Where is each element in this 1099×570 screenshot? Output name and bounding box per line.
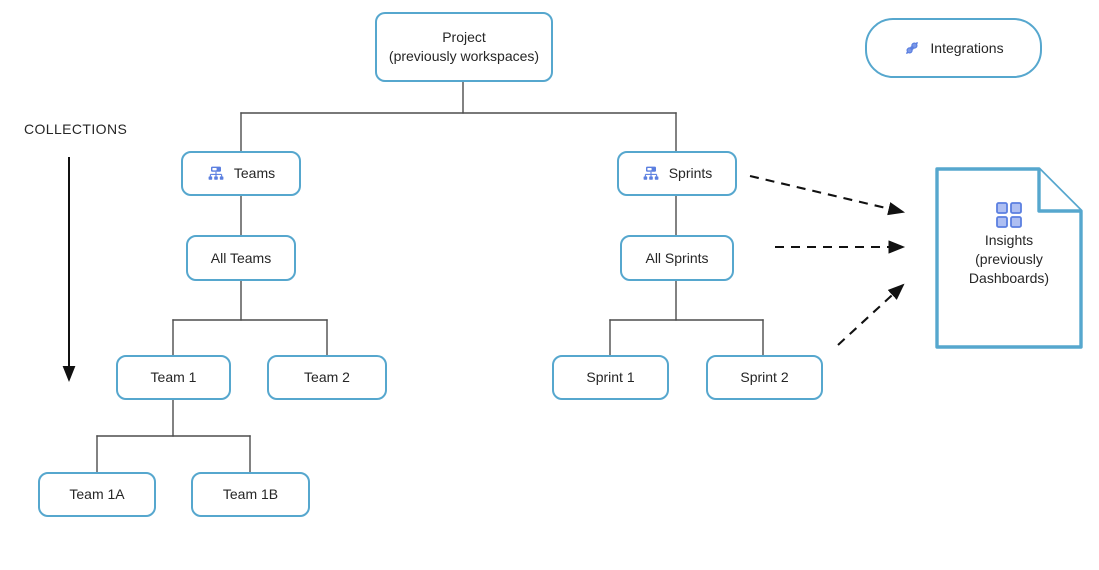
node-sprint-1[interactable]: Sprint 1	[552, 355, 669, 400]
node-team-1b-label: Team 1B	[222, 486, 279, 502]
node-sprint-2[interactable]: Sprint 2	[706, 355, 823, 400]
node-team-1[interactable]: Team 1	[116, 355, 231, 400]
node-all-sprints-label: All Sprints	[645, 249, 709, 266]
edge-sprints-insights-dashed	[749, 174, 906, 216]
node-team-2-label: Team 2	[304, 369, 350, 385]
edge-sprint2-insights-dashed	[837, 283, 905, 346]
node-all-sprints[interactable]: All Sprints	[620, 235, 734, 281]
chain-link-icon	[903, 39, 921, 57]
node-team-1a[interactable]: Team 1A	[38, 472, 156, 517]
node-sprint-1-label: Sprint 1	[586, 369, 635, 385]
hierarchy-icon	[207, 165, 225, 183]
node-integrations[interactable]: Integrations	[865, 18, 1042, 78]
node-sprint-2-label: Sprint 2	[740, 369, 789, 385]
node-integrations-label: Integrations	[930, 39, 1004, 56]
grid-squares-icon	[935, 200, 1083, 230]
node-teams-label: Teams	[233, 165, 276, 181]
node-team-1a-label: Team 1A	[69, 486, 125, 502]
node-insights[interactable]: Insights (previously Dashboards)	[935, 167, 1083, 349]
node-team-2[interactable]: Team 2	[267, 355, 387, 400]
node-project[interactable]: Project (previously workspaces)	[375, 12, 553, 82]
node-all-teams-label: All Teams	[210, 249, 272, 266]
collections-caption: COLLECTIONS	[24, 121, 128, 137]
node-team-1-label: Team 1	[150, 369, 197, 385]
hierarchy-icon	[642, 165, 660, 183]
node-insights-label: Insights (previously Dashboards)	[968, 232, 1050, 286]
node-team-1b[interactable]: Team 1B	[191, 472, 310, 517]
node-project-label: Project (previously workspaces)	[388, 29, 540, 64]
node-teams[interactable]: Teams	[181, 151, 301, 196]
node-sprints[interactable]: Sprints	[617, 151, 737, 196]
node-sprints-label: Sprints	[668, 165, 713, 181]
node-all-teams[interactable]: All Teams	[186, 235, 296, 281]
